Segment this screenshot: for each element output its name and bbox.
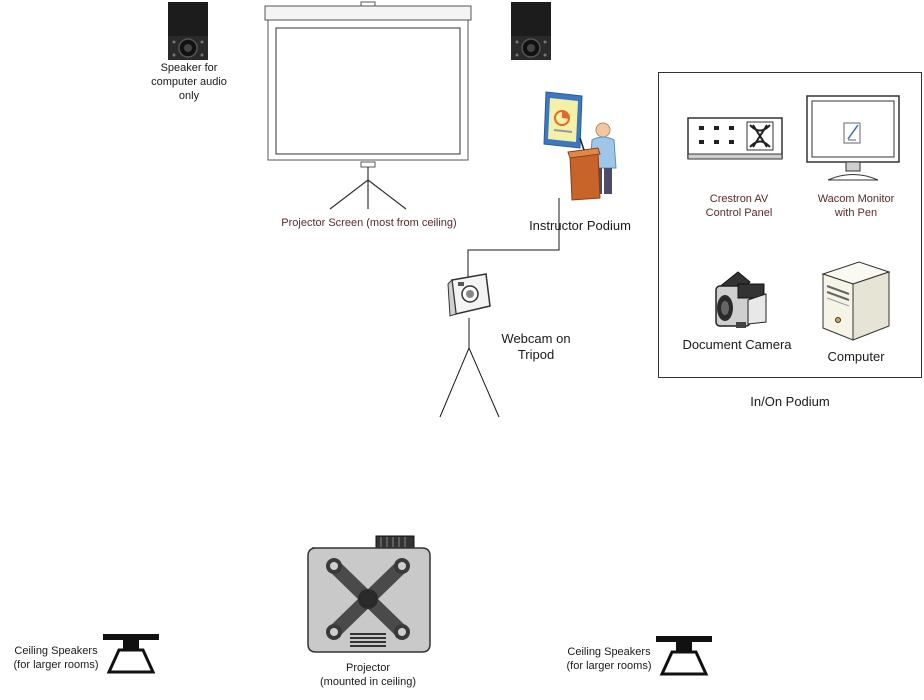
crestron-label-line2: Control Panel — [705, 206, 773, 219]
wacom-label: Wacom Monitor with Pen — [796, 193, 916, 221]
wacom-label-line1: Wacom Monitor — [817, 193, 895, 205]
speaker-top-label-line1: Speaker for — [160, 62, 218, 74]
ceiling-speakers-left-label-line1: Ceiling Speakers — [14, 645, 98, 657]
computer-tower-icon — [821, 261, 891, 341]
projector-label-line1: Projector — [345, 662, 391, 674]
speaker-top-label: Speaker for computer audio only — [138, 62, 240, 103]
speaker-top-label-line2: computer audio — [151, 75, 227, 88]
instructor-podium-icon — [543, 91, 617, 201]
speaker-right-icon — [511, 2, 551, 60]
crestron-label: Crestron AV Control Panel — [680, 193, 798, 221]
ceiling-speakers-left-label: Ceiling Speakers (for larger rooms) — [2, 645, 110, 673]
ceiling-speakers-right-label: Ceiling Speakers (for larger rooms) — [555, 646, 663, 674]
webcam-label-line2: Tripod — [517, 347, 555, 363]
crestron-label-line1: Crestron AV — [709, 193, 769, 205]
document-camera-icon — [715, 271, 767, 328]
projector-icon — [307, 535, 431, 653]
projector-screen-icon — [264, 1, 472, 210]
webcam-label: Webcam on Tripod — [486, 331, 586, 364]
speaker-top-label-line3: only — [178, 89, 200, 102]
ceiling-speakers-left-label-line2: (for larger rooms) — [13, 658, 99, 671]
in-on-podium-box — [658, 72, 922, 378]
wacom-label-line2: with Pen — [834, 206, 878, 219]
ceiling-speakers-right-label-line2: (for larger rooms) — [566, 659, 652, 672]
projector-screen-label: Projector Screen (most from ceiling) — [281, 217, 457, 229]
webcam-label-line1: Webcam on — [501, 331, 571, 346]
crestron-panel-icon — [687, 117, 783, 160]
tripod-icon — [439, 318, 500, 418]
ceiling-speaker-left-icon — [103, 634, 159, 674]
ceiling-speaker-right-icon — [656, 636, 712, 676]
speaker-left-icon — [168, 2, 208, 60]
webcam-icon — [447, 273, 491, 317]
projector-label: Projector (mounted in ceiling) — [298, 662, 438, 690]
ceiling-speakers-right-label-line1: Ceiling Speakers — [567, 646, 651, 658]
projector-label-line2: (mounted in ceiling) — [320, 675, 416, 688]
document-camera-label: Document Camera — [682, 337, 792, 352]
in-on-podium-label: In/On Podium — [750, 394, 830, 409]
wacom-monitor-icon — [806, 95, 900, 181]
computer-label: Computer — [827, 349, 885, 364]
instructor-podium-label: Instructor Podium — [529, 218, 631, 233]
